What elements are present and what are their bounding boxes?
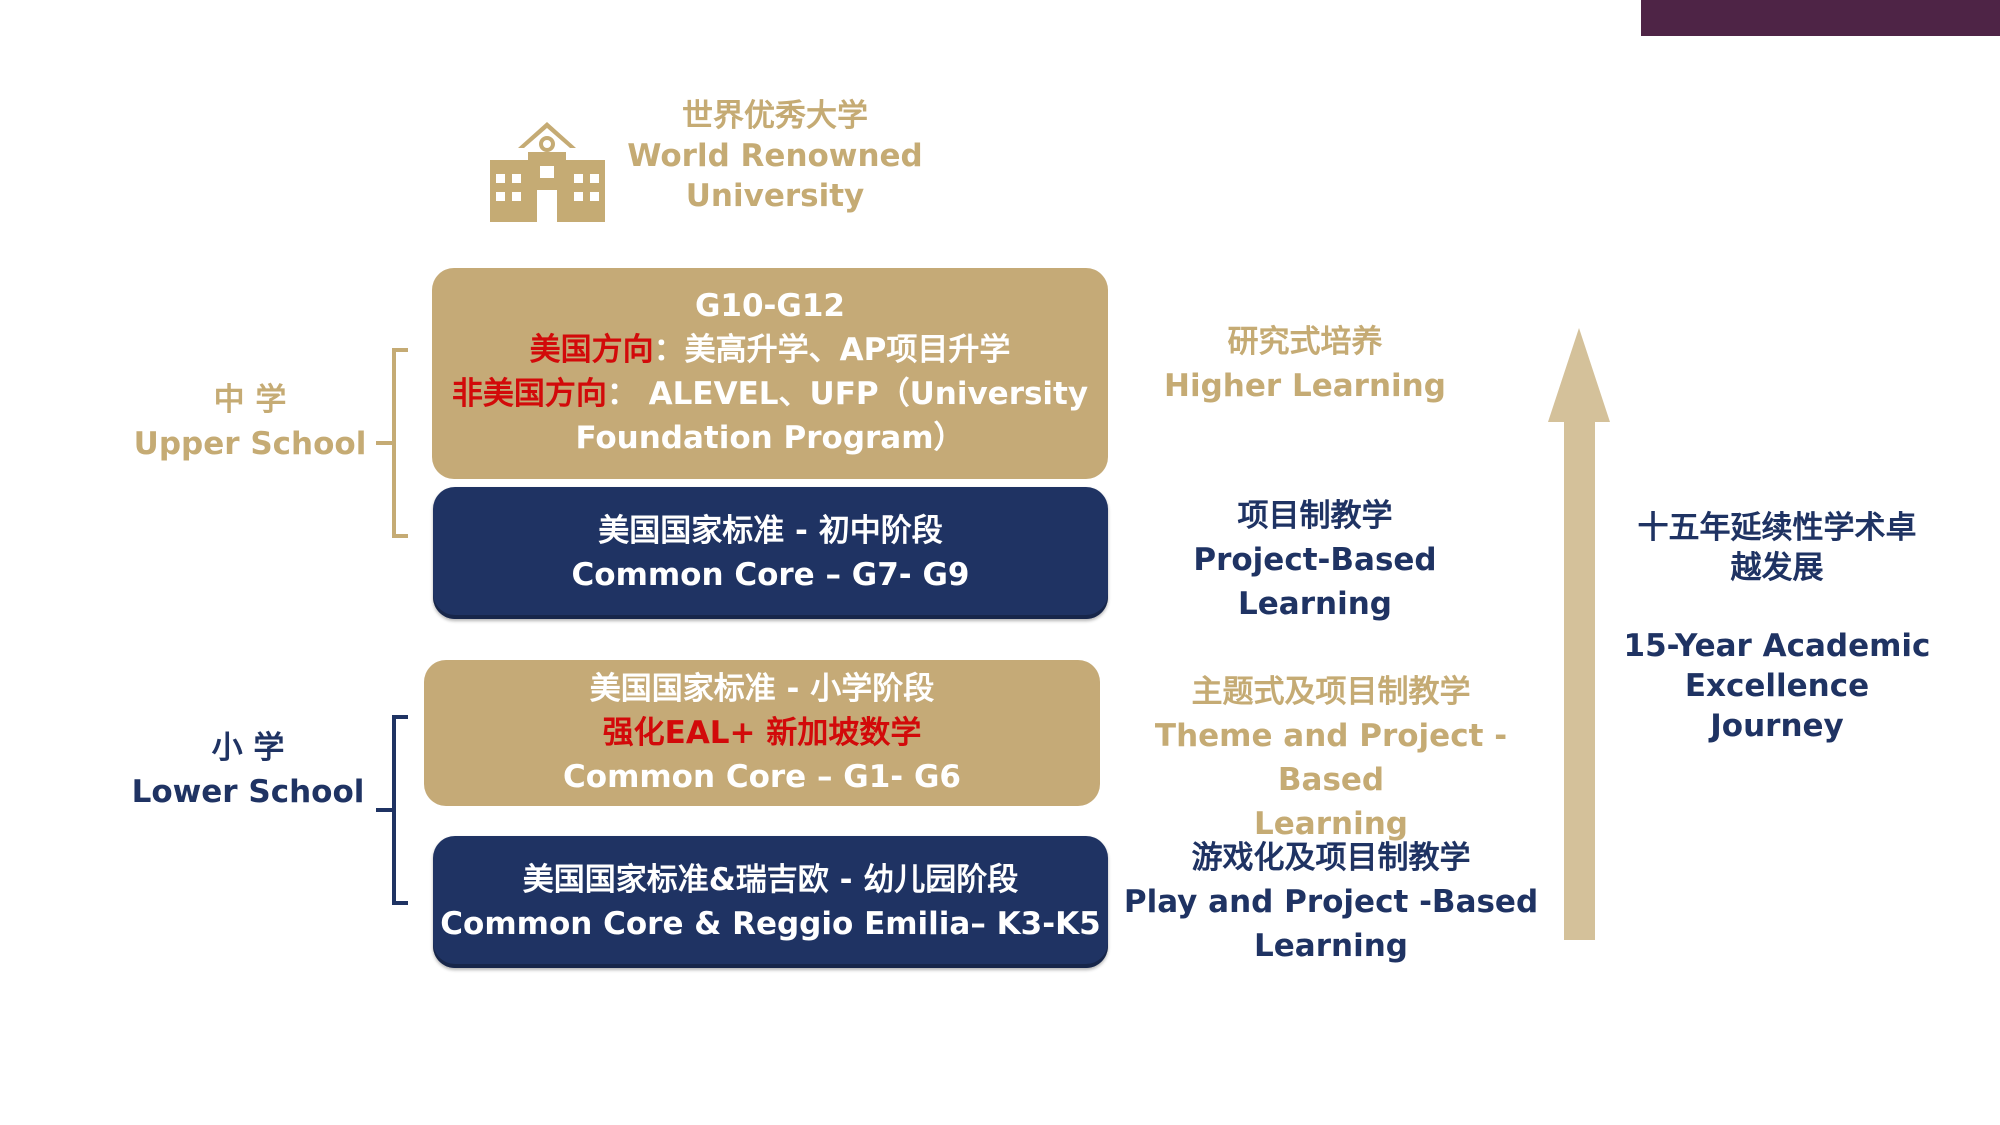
- university-en-line2: University: [685, 178, 865, 214]
- theme-project-en-line2: Learning: [1254, 806, 1408, 842]
- higher-learning-cn: 研究式培养: [1227, 324, 1383, 360]
- lower-school-cn: 小 学: [211, 730, 285, 766]
- lower-school-label: 小 学 Lower School: [118, 726, 378, 814]
- lower-school-bracket: [376, 715, 408, 905]
- project-based-label: 项目制教学 Project-Based Learning: [1170, 494, 1460, 626]
- upper-school-en: Upper School: [133, 426, 367, 462]
- box-g1-g6: 美国国家标准 - 小学阶段 强化EAL+ 新加坡数学 Common Core –…: [424, 660, 1100, 806]
- g10-us-text: ：美高升学、AP项目升学: [653, 332, 1011, 368]
- journey-en-line2: Excellence: [1684, 668, 1870, 704]
- g10-non-us-line2: Foundation Program）: [575, 420, 965, 456]
- g1-highlight: 强化EAL+ 新加坡数学: [602, 715, 922, 751]
- g10-non-us-text: ： ALEVEL、UFP（University: [606, 376, 1089, 412]
- box-g10-g12: G10-G12 美国方向：美高升学、AP项目升学 非美国方向： ALEVEL、U…: [432, 268, 1108, 479]
- project-based-en-line2: Learning: [1238, 586, 1392, 622]
- project-based-cn: 项目制教学: [1237, 498, 1393, 534]
- lower-school-en: Lower School: [131, 774, 365, 810]
- play-project-en-line2: Learning: [1254, 928, 1408, 964]
- upper-school-label: 中 学 Upper School: [120, 378, 380, 466]
- growth-arrow-icon: [1548, 328, 1610, 940]
- play-project-cn: 游戏化及项目制教学: [1191, 840, 1471, 876]
- theme-project-cn: 主题式及项目制教学: [1191, 674, 1471, 710]
- g10-title: G10-G12: [694, 288, 846, 324]
- university-en-line1: World Renowned: [627, 138, 923, 174]
- higher-learning-label: 研究式培养 Higher Learning: [1140, 320, 1470, 408]
- journey-en-line1: 15-Year Academic: [1623, 628, 1931, 664]
- g10-us-line: 美国方向：美高升学、AP项目升学: [432, 328, 1108, 372]
- journey-label: 十五年延续性学术卓 越发展 15-Year Academic Excellenc…: [1612, 508, 1942, 746]
- top-accent-bar: [1641, 0, 2000, 36]
- theme-project-en-line1: Theme and Project -Based: [1154, 718, 1508, 798]
- journey-cn-line1: 十五年延续性学术卓: [1637, 510, 1917, 546]
- k3-cn: 美国国家标准&瑞吉欧 - 幼儿园阶段: [522, 862, 1019, 898]
- g1-en: Common Core – G1- G6: [563, 759, 961, 795]
- g10-non-us-line: 非美国方向： ALEVEL、UFP（University: [432, 372, 1108, 416]
- school-building-icon: [490, 122, 605, 222]
- play-project-en-line1: Play and Project -Based: [1123, 884, 1539, 920]
- higher-learning-en: Higher Learning: [1164, 368, 1446, 404]
- g10-non-us-label: 非美国方向: [451, 376, 607, 412]
- g10-us-label: 美国方向: [529, 332, 654, 368]
- g7-en: Common Core – G7- G9: [571, 557, 970, 593]
- university-cn: 世界优秀大学: [682, 98, 868, 134]
- journey-cn-line2: 越发展: [1730, 550, 1824, 586]
- k3-en: Common Core & Reggio Emilia– K3-K5: [440, 906, 1101, 942]
- upper-school-bracket: [376, 348, 408, 538]
- university-heading: 世界优秀大学 World Renowned University: [600, 96, 950, 216]
- theme-project-label: 主题式及项目制教学 Theme and Project -Based Learn…: [1108, 670, 1554, 846]
- play-project-label: 游戏化及项目制教学 Play and Project -Based Learni…: [1118, 836, 1544, 968]
- box-k3-k5: 美国国家标准&瑞吉欧 - 幼儿园阶段 Common Core & Reggio …: [433, 836, 1108, 968]
- g7-cn: 美国国家标准 - 初中阶段: [598, 513, 943, 549]
- journey-en-line3: Journey: [1710, 708, 1844, 744]
- journey-spacer: [1612, 588, 1942, 626]
- project-based-en-line1: Project-Based: [1193, 542, 1437, 578]
- g1-cn: 美国国家标准 - 小学阶段: [589, 671, 935, 707]
- box-g7-g9: 美国国家标准 - 初中阶段 Common Core – G7- G9: [433, 487, 1108, 619]
- upper-school-cn: 中 学: [213, 382, 287, 418]
